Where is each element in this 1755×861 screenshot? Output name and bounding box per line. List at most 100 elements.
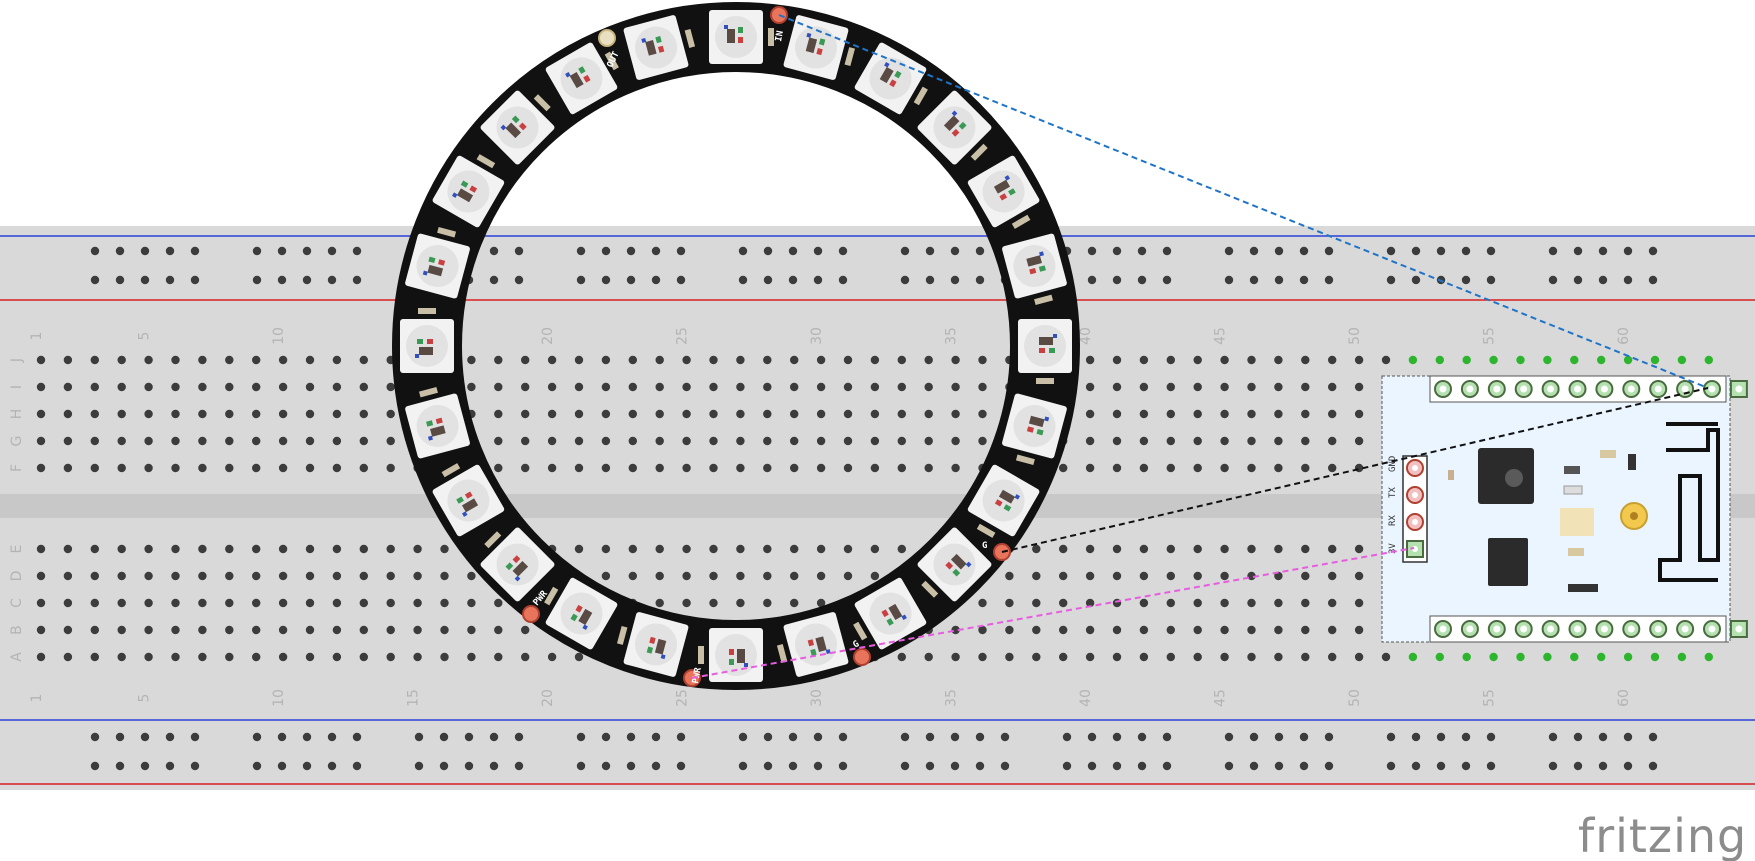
breadboard-hole[interactable] — [1139, 571, 1149, 581]
breadboard-hole[interactable] — [1301, 409, 1310, 419]
rail-hole[interactable] — [813, 246, 823, 256]
breadboard-hole[interactable] — [655, 355, 664, 365]
rail-hole[interactable] — [763, 275, 773, 285]
breadboard-hole[interactable] — [305, 598, 315, 608]
breadboard-hole[interactable] — [144, 355, 153, 365]
breadboard-hole[interactable] — [90, 382, 100, 392]
breadboard-hole[interactable] — [225, 652, 234, 662]
breadboard-hole[interactable] — [682, 436, 691, 446]
breadboard-hole[interactable] — [1193, 652, 1202, 662]
breadboard-hole[interactable] — [305, 382, 315, 392]
breadboard-hole[interactable] — [521, 463, 530, 473]
breadboard-hole[interactable] — [1139, 382, 1149, 392]
rail-hole[interactable] — [514, 246, 524, 256]
breadboard-hole[interactable] — [790, 571, 799, 581]
breadboard-hole[interactable] — [332, 355, 342, 365]
rail-hole[interactable] — [439, 761, 449, 771]
breadboard-hole[interactable] — [1516, 652, 1525, 662]
breadboard-hole[interactable] — [897, 436, 906, 446]
rail-hole[interactable] — [90, 732, 100, 742]
breadboard-hole[interactable] — [36, 355, 46, 365]
breadboard-hole[interactable] — [198, 625, 207, 635]
header-pin[interactable] — [1654, 385, 1662, 393]
breadboard-hole[interactable] — [359, 544, 368, 554]
breadboard-hole[interactable] — [144, 436, 153, 446]
breadboard-hole[interactable] — [332, 571, 342, 581]
rail-hole[interactable] — [1087, 246, 1097, 256]
breadboard-hole[interactable] — [1005, 652, 1014, 662]
breadboard-hole[interactable] — [790, 355, 799, 365]
breadboard-hole[interactable] — [1112, 571, 1122, 581]
breadboard-hole[interactable] — [1677, 355, 1687, 365]
rail-hole[interactable] — [1548, 761, 1558, 771]
breadboard-hole[interactable] — [1059, 598, 1068, 608]
breadboard-hole[interactable] — [547, 652, 557, 662]
breadboard-hole[interactable] — [359, 409, 368, 419]
breadboard-hole[interactable] — [305, 625, 315, 635]
breadboard-hole[interactable] — [144, 652, 153, 662]
rail-hole[interactable] — [277, 761, 287, 771]
breadboard-hole[interactable] — [521, 625, 530, 635]
rail-hole[interactable] — [190, 732, 200, 742]
breadboard-hole[interactable] — [816, 571, 826, 581]
breadboard-hole[interactable] — [252, 625, 261, 635]
breadboard-hole[interactable] — [63, 652, 73, 662]
breadboard-hole[interactable] — [63, 544, 73, 554]
rail-hole[interactable] — [489, 732, 499, 742]
rail-hole[interactable] — [1648, 275, 1658, 285]
breadboard-hole[interactable] — [252, 652, 261, 662]
rail-hole[interactable] — [190, 275, 200, 285]
breadboard-hole[interactable] — [897, 463, 906, 473]
header-pin[interactable] — [1493, 385, 1501, 393]
rail-hole[interactable] — [514, 275, 524, 285]
rail-hole[interactable] — [140, 761, 150, 771]
breadboard-hole[interactable] — [1650, 355, 1660, 365]
breadboard-hole[interactable] — [1193, 544, 1202, 554]
breadboard-hole[interactable] — [682, 382, 691, 392]
rail-hole[interactable] — [1162, 275, 1172, 285]
breadboard-hole[interactable] — [386, 598, 395, 608]
rail-hole[interactable] — [1249, 275, 1259, 285]
rail-hole[interactable] — [788, 246, 798, 256]
breadboard-hole[interactable] — [682, 409, 691, 419]
breadboard-hole[interactable] — [655, 436, 664, 446]
rail-hole[interactable] — [115, 275, 125, 285]
breadboard-hole[interactable] — [1085, 571, 1095, 581]
breadboard-hole[interactable] — [117, 436, 126, 446]
rail-hole[interactable] — [626, 761, 636, 771]
breadboard-hole[interactable] — [1139, 409, 1149, 419]
breadboard-hole[interactable] — [628, 463, 637, 473]
breadboard-hole[interactable] — [1247, 625, 1256, 635]
breadboard-hole[interactable] — [63, 571, 73, 581]
breadboard-hole[interactable] — [628, 355, 637, 365]
rail-hole[interactable] — [1324, 246, 1334, 256]
rail-hole[interactable] — [975, 275, 985, 285]
breadboard-hole[interactable] — [1193, 571, 1202, 581]
rail-hole[interactable] — [1486, 246, 1496, 256]
rail-hole[interactable] — [1573, 275, 1583, 285]
breadboard-hole[interactable] — [332, 625, 342, 635]
rail-hole[interactable] — [950, 275, 960, 285]
breadboard-hole[interactable] — [413, 544, 422, 554]
breadboard-hole[interactable] — [36, 382, 46, 392]
rail-hole[interactable] — [1112, 246, 1122, 256]
breadboard-hole[interactable] — [36, 571, 46, 581]
breadboard-hole[interactable] — [1301, 571, 1310, 581]
breadboard-hole[interactable] — [225, 598, 234, 608]
rail-hole[interactable] — [1411, 275, 1421, 285]
breadboard-hole[interactable] — [171, 544, 180, 554]
rail-hole[interactable] — [788, 732, 798, 742]
rail-hole[interactable] — [1386, 246, 1396, 256]
breadboard-hole[interactable] — [1247, 652, 1256, 662]
breadboard-hole[interactable] — [870, 571, 880, 581]
breadboard-hole[interactable] — [763, 598, 772, 608]
breadboard-hole[interactable] — [897, 652, 906, 662]
breadboard-hole[interactable] — [494, 463, 503, 473]
breadboard-hole[interactable] — [682, 355, 691, 365]
header-pin[interactable] — [1574, 385, 1581, 393]
breadboard-hole[interactable] — [521, 382, 530, 392]
breadboard-hole[interactable] — [278, 463, 288, 473]
rail-hole[interactable] — [489, 246, 499, 256]
rail-hole[interactable] — [925, 761, 935, 771]
breadboard-hole[interactable] — [1408, 355, 1418, 365]
